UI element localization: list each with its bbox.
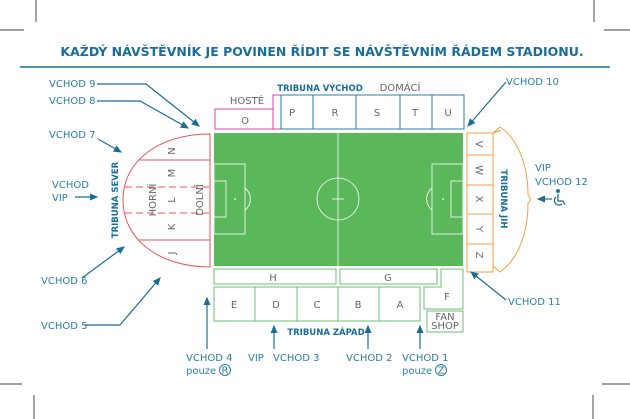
entrance-1-badge: Z: [438, 366, 445, 377]
section-T: T: [411, 108, 419, 119]
entrance-8: VCHOD 8: [49, 96, 95, 107]
stand-south: TRIBUNA JIH V W X Y Z: [466, 126, 531, 273]
section-E: E: [231, 300, 237, 311]
entrance-4-badge: R: [222, 366, 229, 377]
stand-north: TRIBUNA SEVER HORNÍ DOLNÍ N M L K J: [111, 133, 211, 268]
entrance-vip-north-line2: VIP: [52, 193, 68, 204]
home-label: DOMÁCÍ: [380, 81, 421, 94]
stand-north-label: TRIBUNA SEVER: [111, 161, 121, 238]
north-lower-label: DOLNÍ: [193, 184, 206, 216]
away-label: HOSTÉ: [230, 94, 264, 107]
entrance-7: VCHOD 7: [49, 130, 95, 141]
entrance-1: VCHOD 1: [402, 353, 448, 364]
section-X: X: [473, 196, 484, 203]
section-B: B: [355, 300, 362, 311]
section-G: G: [384, 273, 392, 284]
section-U: U: [444, 108, 451, 119]
section-A: A: [397, 300, 404, 311]
entrance-2: VCHOD 2: [346, 353, 392, 364]
section-K: K: [167, 223, 178, 230]
entrance-10: VCHOD 10: [506, 77, 559, 88]
section-Y: Y: [473, 225, 484, 233]
stand-south-label: TRIBUNA JIH: [498, 170, 508, 229]
entrance-6: VCHOD 6: [41, 276, 87, 287]
section-P: P: [289, 108, 295, 119]
section-M: M: [167, 169, 178, 178]
section-D: D: [272, 300, 280, 311]
section-S: S: [374, 108, 380, 119]
entrance-1-badge-circle: [435, 364, 447, 376]
entrance-vip-north-line1: VCHOD: [52, 180, 89, 191]
fan-shop-line2: SHOP: [431, 321, 459, 332]
section-F: F: [444, 292, 450, 303]
page-title: KAŽDÝ NÁVŠTĚVNÍK JE POVINEN ŘÍDIT SE NÁV…: [60, 44, 583, 59]
entrance-1-note: pouze: [402, 366, 432, 377]
pitch: [213, 133, 464, 266]
section-O: O: [241, 116, 249, 127]
section-W: W: [473, 165, 484, 175]
entrance-3: VCHOD 3: [273, 353, 319, 364]
wheelchair-icon: [553, 189, 566, 206]
entrance-9: VCHOD 9: [49, 79, 95, 90]
entrances: VCHOD 9 VCHOD 8 VCHOD 7 VCHOD VIP VCHOD …: [41, 77, 588, 377]
stand-west-label: TRIBUNA ZÁPAD: [287, 326, 364, 338]
stand-east: TRIBUNA VÝCHOD HOSTÉ DOMÁCÍ O P R S T U: [214, 81, 465, 130]
section-J: J: [167, 252, 178, 256]
section-V: V: [473, 141, 484, 148]
section-R: R: [332, 108, 339, 119]
section-L: L: [167, 197, 178, 203]
entrance-11: VCHOD 11: [508, 297, 561, 308]
north-upper-label: HORNÍ: [146, 184, 159, 217]
section-C: C: [314, 300, 321, 311]
entrance-12-line1: VIP: [535, 163, 551, 174]
section-Z: Z: [473, 252, 484, 259]
entrance-4-badge-circle: [219, 364, 231, 376]
stand-east-label: TRIBUNA VÝCHOD: [277, 82, 363, 94]
entrance-4-note: pouze: [186, 366, 216, 377]
fan-shop-line1: FAN: [435, 312, 454, 323]
entrance-4: VCHOD 4: [186, 353, 232, 364]
section-N: N: [167, 147, 178, 154]
entrance-5: VCHOD 5: [41, 321, 87, 332]
entrance-vip-west: VIP: [248, 353, 264, 364]
entrance-12-line2: VCHOD 12: [535, 177, 588, 188]
stand-west: H G F E D C B A FAN SHOP TRIBUNA ZÁPAD: [213, 268, 464, 338]
section-H: H: [269, 273, 277, 284]
